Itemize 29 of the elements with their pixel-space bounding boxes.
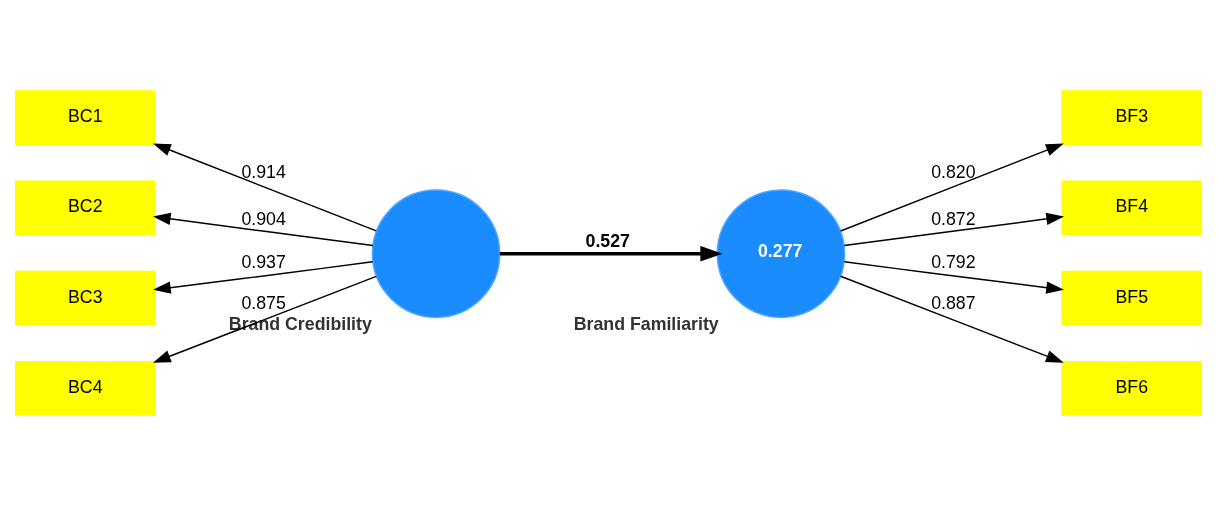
- node-box: BC2: [14, 180, 156, 236]
- arrow: [152, 143, 377, 232]
- edge-label: 0.820: [931, 161, 976, 182]
- edge-label: 0.914: [241, 161, 286, 182]
- node-box: BC4: [14, 361, 156, 416]
- edge-label: 0.875: [241, 293, 286, 314]
- edge-label: 0.937: [241, 251, 286, 272]
- arrow: [839, 275, 1064, 363]
- edge-label: 0.887: [931, 293, 976, 314]
- node-box: BF3: [1061, 90, 1203, 145]
- node-box: BF6: [1061, 361, 1203, 416]
- arrow: [839, 143, 1064, 232]
- arrow: [843, 261, 1065, 294]
- node-box: BF4: [1061, 180, 1203, 236]
- node-circle: 0.277: [716, 189, 846, 319]
- arrow: [843, 212, 1065, 247]
- node-box: BF5: [1061, 270, 1203, 326]
- arrow: [152, 275, 377, 363]
- node-box: BC1: [14, 90, 156, 145]
- node-box: BC3: [14, 270, 156, 326]
- edge-label: 0.872: [931, 209, 976, 230]
- arrow: [152, 261, 374, 294]
- edge-label: 0.904: [241, 209, 286, 230]
- node-circle: [371, 189, 501, 319]
- arrow: [152, 212, 374, 247]
- edge-label: 0.792: [931, 251, 976, 272]
- edge-label: 0.527: [585, 231, 630, 252]
- arrow: [499, 245, 723, 262]
- node-label: Brand Familiarity: [573, 314, 719, 335]
